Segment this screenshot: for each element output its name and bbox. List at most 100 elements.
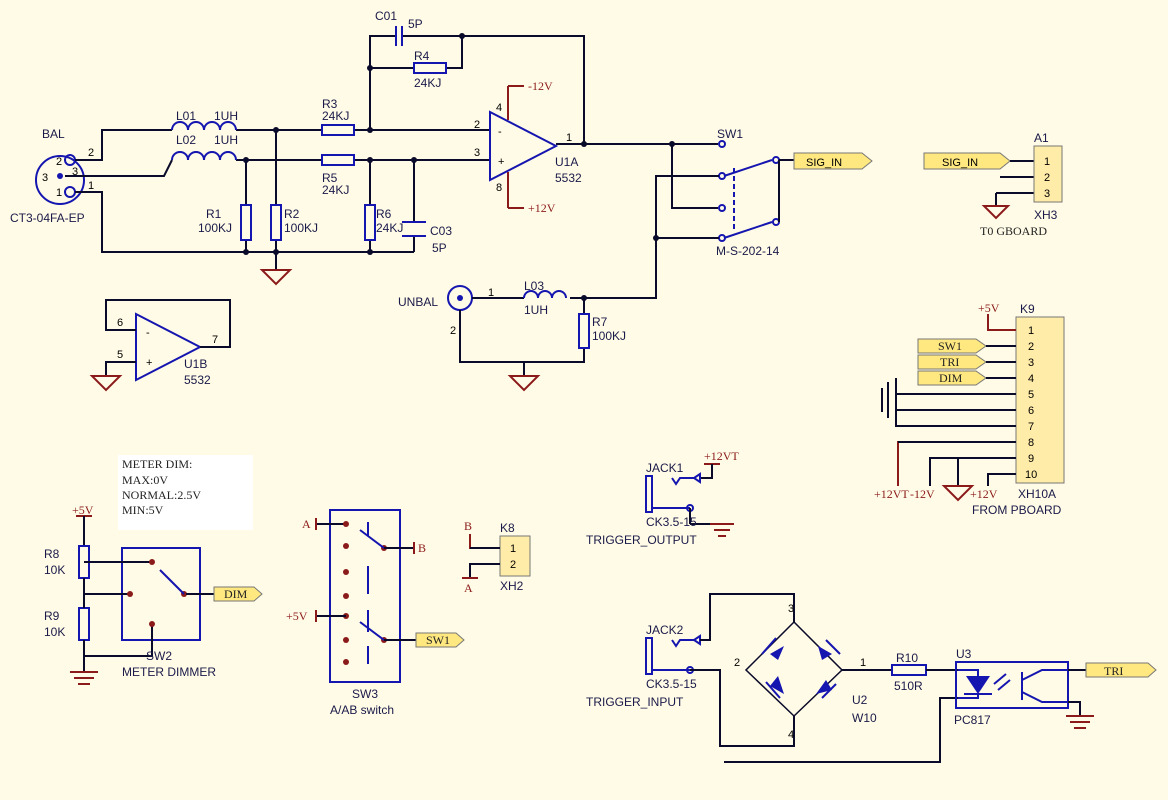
svg-text:5: 5 — [117, 349, 123, 361]
svg-text:1: 1 — [1044, 156, 1050, 168]
svg-text:A: A — [302, 517, 311, 531]
svg-text:XH2: XH2 — [500, 579, 524, 593]
svg-text:U1B: U1B — [184, 357, 207, 371]
svg-text:R9: R9 — [44, 609, 60, 623]
switch-sw1: SW1 M-S-202-14 — [655, 127, 794, 258]
svg-text:DIM: DIM — [939, 371, 963, 385]
svg-text:7: 7 — [212, 334, 218, 346]
svg-text:K8: K8 — [500, 521, 515, 535]
svg-text:9: 9 — [1028, 453, 1034, 465]
svg-text:+: + — [498, 156, 504, 168]
svg-text:R10: R10 — [896, 651, 918, 665]
capacitor-c03: C03 5P — [402, 221, 452, 255]
bal-label: BAL — [42, 127, 65, 141]
svg-text:TRIGGER_OUTPUT: TRIGGER_OUTPUT — [586, 533, 697, 547]
svg-text:1UH: 1UH — [214, 109, 238, 123]
svg-text:XH3: XH3 — [1034, 208, 1058, 222]
svg-text:SW3: SW3 — [352, 687, 378, 701]
svg-text:3: 3 — [72, 166, 78, 178]
svg-text:1UH: 1UH — [524, 303, 548, 317]
power-pos12: +12V — [528, 201, 556, 215]
svg-text:2: 2 — [56, 156, 62, 168]
svg-text:1: 1 — [488, 287, 494, 299]
svg-text:R3: R3 — [322, 97, 338, 111]
svg-text:METER DIMMER: METER DIMMER — [122, 665, 216, 679]
svg-text:L02: L02 — [176, 133, 196, 147]
svg-text:24KJ: 24KJ — [322, 109, 349, 123]
power-neg12: -12V — [528, 79, 553, 93]
svg-text:SW1: SW1 — [938, 339, 962, 353]
svg-text:A: A — [464, 581, 473, 595]
svg-text:3: 3 — [1044, 188, 1050, 200]
svg-text:100KJ: 100KJ — [592, 329, 626, 343]
svg-text:JACK1: JACK1 — [646, 461, 684, 475]
svg-text:-: - — [498, 126, 502, 138]
svg-text:R4: R4 — [414, 49, 430, 63]
svg-text:2: 2 — [734, 657, 740, 669]
svg-text:R7: R7 — [592, 315, 608, 329]
svg-text:10K: 10K — [44, 625, 65, 639]
svg-text:+12V: +12V — [970, 487, 998, 501]
svg-text:24KJ: 24KJ — [322, 183, 349, 197]
svg-text:SIG_IN: SIG_IN — [942, 157, 978, 169]
svg-text:4: 4 — [1028, 373, 1034, 385]
resistor-r5: R5 24KJ — [321, 154, 355, 197]
svg-text:4: 4 — [496, 102, 502, 114]
unbal-connector: UNBAL 1 2 — [398, 238, 657, 392]
svg-text:10K: 10K — [44, 563, 65, 577]
resistor-r2: R2 100KJ — [270, 204, 318, 241]
svg-text:3: 3 — [474, 147, 480, 159]
svg-text:TRI: TRI — [940, 355, 959, 369]
svg-text:MAX:0V: MAX:0V — [122, 473, 168, 487]
svg-text:FROM PBOARD: FROM PBOARD — [972, 503, 1062, 517]
svg-text:5532: 5532 — [184, 373, 211, 387]
svg-text:SW1: SW1 — [717, 127, 743, 141]
svg-text:C03: C03 — [430, 224, 452, 238]
svg-text:3: 3 — [42, 172, 48, 184]
svg-text:3: 3 — [1028, 357, 1034, 369]
svg-text:DIM: DIM — [224, 587, 248, 601]
svg-text:1: 1 — [860, 657, 866, 669]
svg-text:100KJ: 100KJ — [284, 221, 318, 235]
resistor-r7: R7 100KJ — [578, 313, 626, 349]
svg-text:B: B — [418, 541, 426, 555]
resistor-r10: R10 510R — [891, 651, 958, 693]
svg-text:1: 1 — [56, 187, 62, 199]
svg-text:1UH: 1UH — [214, 133, 238, 147]
svg-text:SW2: SW2 — [146, 649, 172, 663]
svg-text:5532: 5532 — [555, 171, 582, 185]
jack-1: JACK1 +12VT CK3.5-15 TRIGGER_OUTPUT — [586, 449, 739, 547]
svg-text:+12VT: +12VT — [704, 449, 739, 463]
svg-text:CK3.5-15: CK3.5-15 — [646, 677, 697, 691]
svg-text:-12V: -12V — [910, 487, 935, 501]
svg-text:R1: R1 — [206, 207, 222, 221]
svg-text:PC817: PC817 — [954, 713, 991, 727]
svg-text:K9: K9 — [1020, 302, 1035, 316]
svg-text:JACK2: JACK2 — [646, 623, 684, 637]
svg-text:2: 2 — [510, 559, 516, 571]
opamp-u1b: - + 6 5 7 U1B 5532 — [89, 299, 231, 392]
optocoupler-u3: U3 TRI PC817 — [954, 647, 1157, 729]
svg-text:R6: R6 — [376, 207, 392, 221]
jack-2: JACK2 CK3.5-15 TRIGGER_INPUT — [586, 593, 795, 747]
svg-text:100KJ: 100KJ — [198, 221, 232, 235]
svg-text:NORMAL:2.5V: NORMAL:2.5V — [122, 488, 201, 502]
svg-text:7: 7 — [1028, 421, 1034, 433]
svg-text:3: 3 — [788, 603, 794, 615]
svg-text:R5: R5 — [322, 171, 338, 185]
svg-text:8: 8 — [1028, 437, 1034, 449]
svg-text:4: 4 — [788, 729, 794, 741]
svg-text:A/AB switch: A/AB switch — [330, 703, 394, 717]
svg-text:8: 8 — [496, 182, 502, 194]
svg-text:MIN:5V: MIN:5V — [122, 503, 164, 517]
svg-text:510R: 510R — [894, 679, 923, 693]
svg-text:2: 2 — [474, 119, 480, 131]
svg-text:TRIGGER_INPUT: TRIGGER_INPUT — [586, 695, 684, 709]
bridge-rectifier-u2: 3 2 1 4 U2 W10 — [724, 603, 958, 763]
svg-text:6: 6 — [117, 317, 123, 329]
svg-text:C01: C01 — [375, 9, 397, 23]
svg-text:2: 2 — [1028, 341, 1034, 353]
svg-text:10: 10 — [1025, 469, 1037, 481]
svg-text:U2: U2 — [852, 693, 868, 707]
